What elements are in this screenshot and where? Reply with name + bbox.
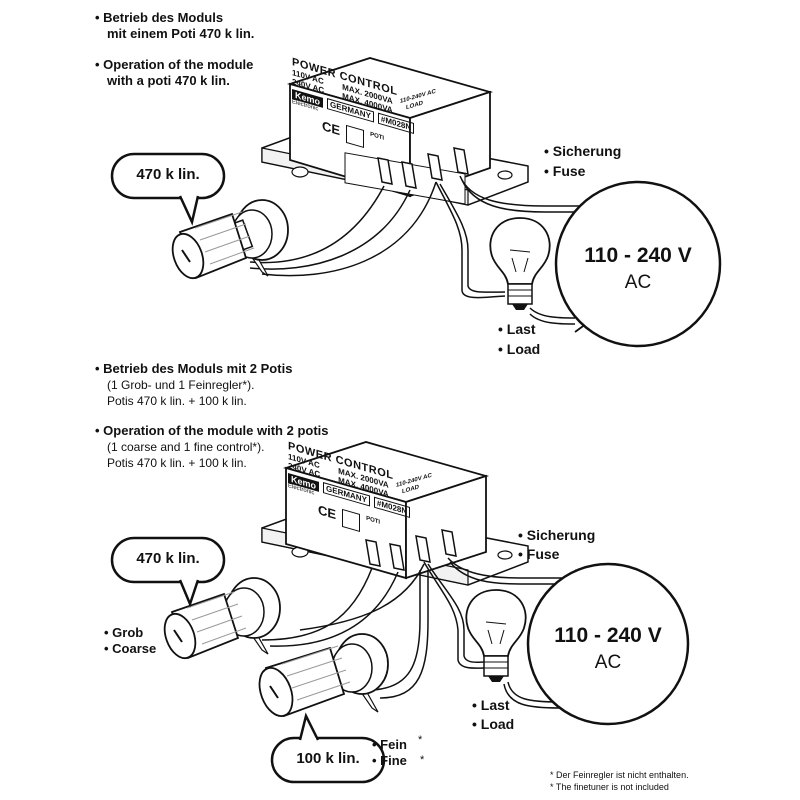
terminal-block [377,147,469,189]
fuse-wire [459,175,625,213]
section2-en-line1: • Operation of the module with 2 potis [95,423,329,438]
terminal-block [365,529,457,571]
footnote-de: * Der Feinregler ist nicht enthalten. [550,770,689,780]
fuse-de-label: • Sicherung [518,527,596,543]
ac-label: AC [624,272,652,293]
coarse-en-label: • Coarse [104,641,157,656]
voltage-source-circle [526,562,690,726]
potentiometer-470k [171,199,289,280]
voltage-label: 110 - 240 V [584,244,692,267]
light-bulb-icon [489,217,551,310]
section1-en-line1: • Operation of the module [95,57,254,72]
potentiometer-100k [258,633,389,718]
potentiometer-470k [163,577,281,660]
section2-de-line3: Potis 470 k lin. + 100 k lin. [107,394,247,408]
pot-wires [249,181,437,277]
voltage-label: 110 - 240 V [554,624,662,647]
module-box [282,441,490,580]
fine-de-asterisk: * [418,734,423,746]
pot-wires [261,563,429,699]
load-en-label: • Load [498,341,541,357]
fine-en-label: • Fine [372,753,407,768]
fuse-en-label: • Fuse [518,546,560,562]
section1-de-line2: mit einem Poti 470 k lin. [107,26,255,41]
fuse-wire [447,557,575,585]
section2-de-line2: (1 Grob- und 1 Feinregler*). [107,378,255,392]
pot-470k-label: 470 k lin. [136,166,200,183]
mounting-hole [291,166,309,178]
pot2-100k-label: 100 k lin. [296,750,360,767]
load-de-label: • Last [472,697,510,713]
footnote-en: * The finetuner is not included [550,782,669,792]
coarse-de-label: • Grob [104,625,144,640]
fuse-en-label: • Fuse [544,163,586,179]
light-bulb-icon [465,589,527,682]
pot2-label-bubble [270,712,386,784]
mounting-hole [497,550,513,560]
pot-label-bubble [110,152,226,226]
diagram1-wiring [110,57,722,348]
load-de-label: • Last [498,321,536,337]
voltage-source-circle [554,180,722,348]
ac-label: AC [594,652,622,673]
mounting-hole [497,170,513,180]
fine-de-label: • Fein [372,737,407,752]
section2-en-line3: Potis 470 k lin. + 100 k lin. [107,456,247,470]
pot1-470k-label: 470 k lin. [136,550,200,567]
section1-de-line1: • Betrieb des Moduls [95,10,224,25]
section2-en-line2: (1 coarse and 1 fine control*). [107,440,265,454]
section1-en-line2: with a poti 470 k lin. [107,73,230,88]
fuse-de-label: • Sicherung [544,143,622,159]
section2-de-line1: • Betrieb des Moduls mit 2 Potis [95,361,293,376]
pot1-label-bubble [110,536,226,608]
load-en-label: • Load [472,716,515,732]
fine-en-asterisk: * [420,754,425,766]
